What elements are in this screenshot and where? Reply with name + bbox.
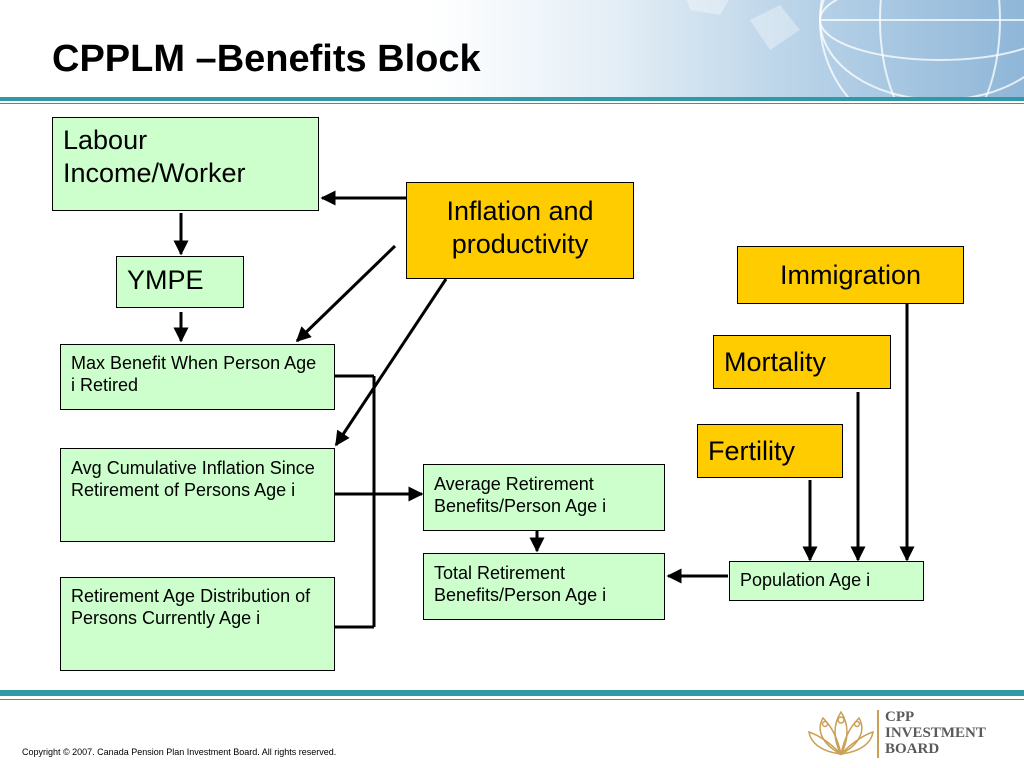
logo-line-1: CPP <box>885 709 915 725</box>
logo-line-2: INVESTMENT <box>885 725 986 741</box>
header-rule-thin <box>0 103 1024 104</box>
arrow-inflation-to-avginflation <box>334 278 448 447</box>
avg-inflation-box: Avg Cumulative Inflation Since Retiremen… <box>60 448 335 542</box>
labour-income-label: Labour Income/Worker <box>63 125 246 188</box>
fertility-label: Fertility <box>708 436 795 466</box>
header-background <box>0 0 1024 100</box>
cpp-logo-text: CPP INVESTMENT BOARD <box>885 709 986 757</box>
retirement-distribution-label: Retirement Age Distribution of Persons C… <box>71 586 311 628</box>
ympe-box: YMPE <box>116 256 244 308</box>
immigration-box: Immigration <box>737 246 964 304</box>
avg-inflation-label: Avg Cumulative Inflation Since Retiremen… <box>71 458 315 500</box>
mortality-box: Mortality <box>713 335 891 389</box>
arrow-inflation-to-maxbenefit <box>295 244 397 343</box>
max-benefit-box: Max Benefit When Person Age i Retired <box>60 344 335 410</box>
footer-rule <box>0 690 1024 696</box>
immigration-label: Immigration <box>779 260 922 290</box>
max-benefit-label: Max Benefit When Person Age i Retired <box>71 353 317 395</box>
population-label: Population Age i <box>740 570 871 590</box>
slide-title: CPPLM –Benefits Block <box>52 38 481 80</box>
globe-graphic <box>686 0 1024 100</box>
copyright-text: Copyright © 2007. Canada Pension Plan In… <box>22 747 337 757</box>
cpp-logo-icon <box>808 710 879 758</box>
avg-benefits-box: Average Retirement Benefits/Person Age i <box>423 464 665 531</box>
labour-income-box: Labour Income/Worker <box>52 117 319 211</box>
total-benefits-label: Total Retirement Benefits/Person Age i <box>434 563 607 605</box>
mortality-label: Mortality <box>724 347 827 377</box>
fertility-box: Fertility <box>697 424 843 478</box>
inflation-productivity-box: Inflation and productivity <box>406 182 634 279</box>
retirement-distribution-box: Retirement Age Distribution of Persons C… <box>60 577 335 671</box>
inflation-productivity-label: Inflation and productivity <box>446 196 594 259</box>
ympe-label: YMPE <box>127 265 204 295</box>
total-benefits-box: Total Retirement Benefits/Person Age i <box>423 553 665 620</box>
avg-benefits-label: Average Retirement Benefits/Person Age i <box>434 474 607 516</box>
population-box: Population Age i <box>729 561 924 601</box>
footer-rule-thin <box>0 699 1024 700</box>
header-rule <box>0 97 1024 101</box>
logo-line-3: BOARD <box>885 741 940 757</box>
